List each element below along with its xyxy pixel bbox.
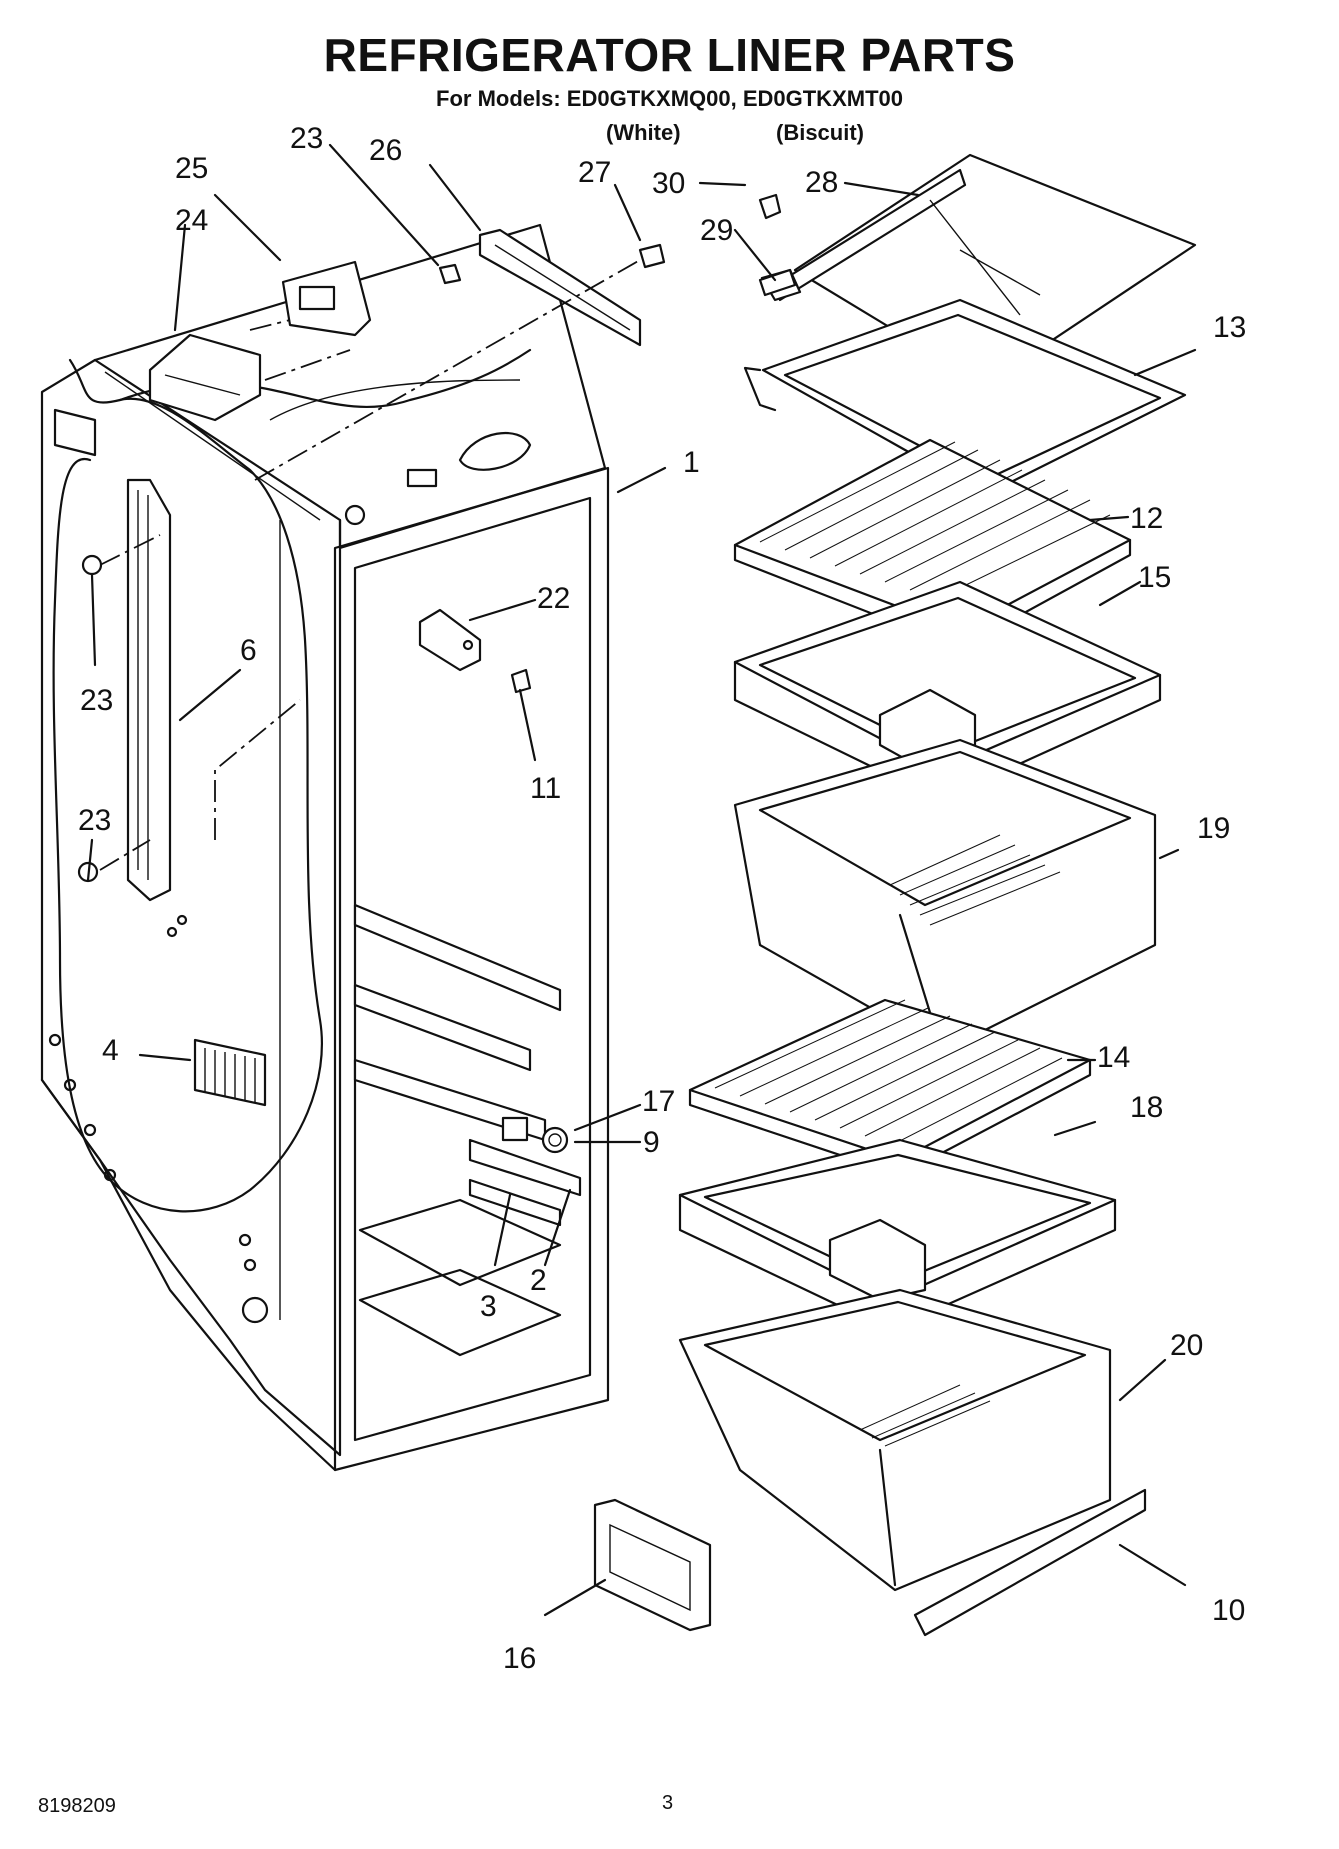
callout-17: 17 — [642, 1085, 675, 1118]
callout-16: 16 — [503, 1642, 536, 1675]
callout-14: 14 — [1097, 1041, 1130, 1074]
bracket — [418, 608, 532, 694]
callout-23-upper-left: 23 — [80, 684, 113, 717]
callout-12: 12 — [1130, 502, 1163, 535]
callout-10: 10 — [1212, 1594, 1245, 1627]
page-title: REFRIGERATOR LINER PARTS — [323, 29, 1016, 81]
variant-white: (White) — [606, 120, 681, 145]
shelf-rail — [77, 478, 301, 938]
callout-25: 25 — [175, 152, 208, 185]
leader-lines — [86, 143, 1197, 1617]
callout-11: 11 — [530, 772, 561, 805]
callout-22: 22 — [537, 582, 570, 615]
callout-28: 28 — [805, 166, 838, 199]
variant-biscuit: (Biscuit) — [776, 120, 864, 145]
control-bracket — [468, 1116, 582, 1227]
cabinet-liner — [40, 223, 610, 1472]
callout-27: 27 — [578, 156, 611, 189]
callout-4: 4 — [102, 1034, 119, 1067]
callout-30: 30 — [652, 167, 685, 200]
callout-19: 19 — [1197, 812, 1230, 845]
callout-1: 1 — [683, 446, 700, 479]
callout-29: 29 — [700, 214, 733, 247]
small-clips — [758, 193, 797, 297]
callout-labels: 1 2 3 4 6 9 10 11 12 13 14 15 16 17 18 1… — [78, 122, 1246, 1675]
callout-15: 15 — [1138, 561, 1171, 594]
drawer-bracket — [593, 1498, 712, 1632]
callout-23-lower-left: 23 — [78, 804, 111, 837]
top-trim — [254, 228, 666, 481]
callout-3: 3 — [480, 1290, 497, 1323]
crisper-cover-lower — [678, 1138, 1117, 1332]
crisper-drawer-lower — [678, 1288, 1112, 1592]
callout-9: 9 — [643, 1126, 660, 1159]
page-number: 3 — [662, 1792, 674, 1814]
drawer-trim — [913, 1488, 1147, 1637]
callout-20: 20 — [1170, 1329, 1203, 1362]
shelf-frame — [743, 298, 1187, 497]
callout-24: 24 — [175, 204, 208, 237]
callout-6: 6 — [240, 634, 257, 667]
callout-13: 13 — [1213, 311, 1246, 344]
document-part-number: 8198209 — [38, 1795, 116, 1817]
crisper-drawer-upper — [733, 738, 1157, 1052]
callout-18: 18 — [1130, 1091, 1163, 1124]
vent-grille — [193, 1038, 267, 1107]
callout-26: 26 — [369, 134, 402, 167]
callout-23-top: 23 — [290, 122, 323, 155]
light-housing — [148, 260, 372, 422]
models-line: For Models: ED0GTKXMQ00, ED0GTKXMT00 — [436, 86, 903, 111]
callout-2: 2 — [530, 1264, 547, 1297]
